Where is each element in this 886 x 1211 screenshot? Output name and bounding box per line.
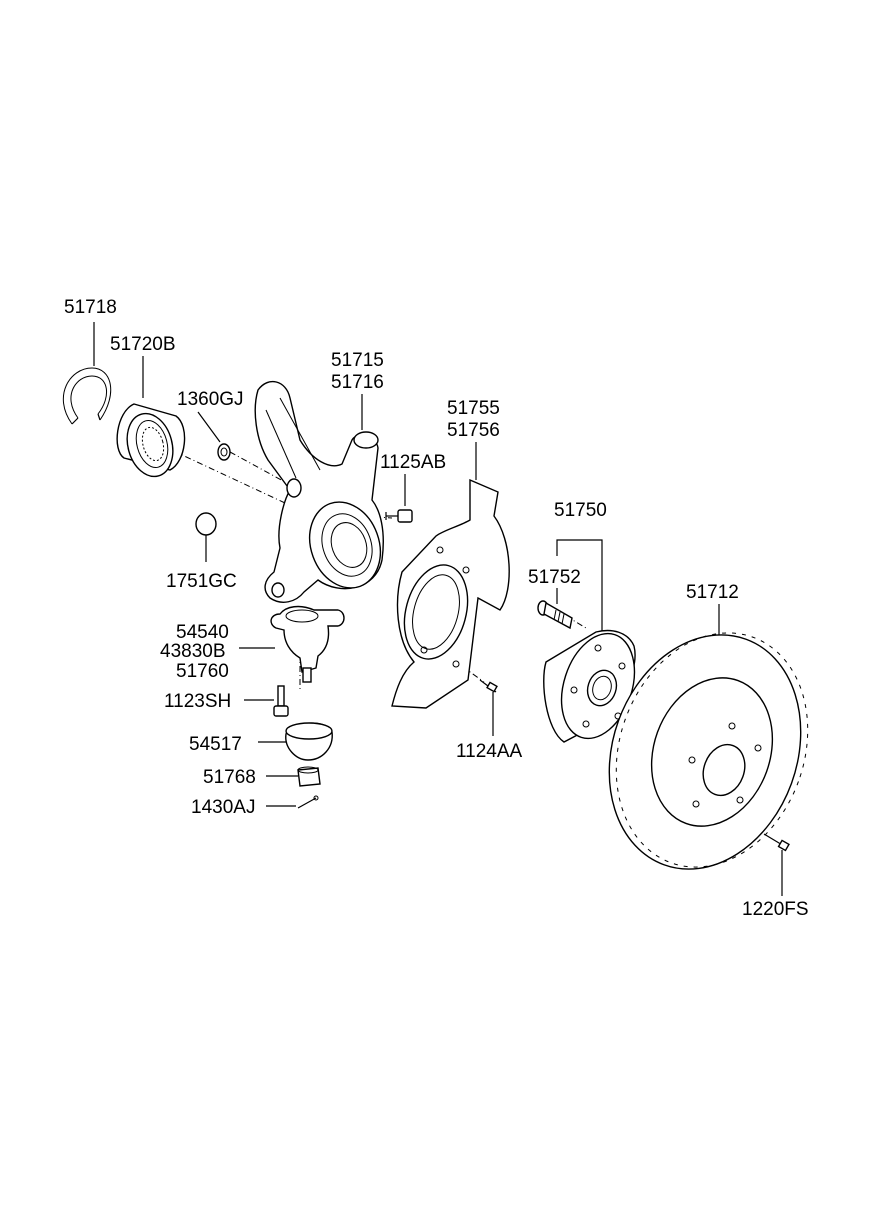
cotter-pin-icon <box>297 795 319 809</box>
label-51755: 51755 <box>447 398 500 419</box>
snap-ring-icon <box>62 367 112 425</box>
castle-nut-icon <box>297 766 321 787</box>
label-1124AA: 1124AA <box>456 741 523 762</box>
label-1123SH: 1123SH <box>164 691 231 712</box>
wheel-hub-icon <box>543 629 636 743</box>
washer-1360gj-icon <box>217 443 231 461</box>
dust-boot-icon <box>285 722 333 761</box>
label-1220FS: 1220FS <box>742 899 809 920</box>
label-1430AJ: 1430AJ <box>191 797 255 818</box>
brake-disc-icon <box>608 632 809 870</box>
ball-joint-icon <box>270 605 345 683</box>
label-51756: 51756 <box>447 420 500 441</box>
label-1125AB: 1125AB <box>380 452 446 473</box>
label-51718: 51718 <box>64 297 117 318</box>
label-43830B: 43830B <box>160 641 226 662</box>
label-1751GC: 1751GC <box>166 571 237 592</box>
label-51760: 51760 <box>176 661 229 682</box>
hub-bolt-icon <box>537 600 573 630</box>
label-51716: 51716 <box>331 372 384 393</box>
label-1360GJ: 1360GJ <box>177 389 244 410</box>
bolt-1125ab-icon <box>385 509 413 523</box>
wheel-bearing-icon <box>116 403 186 478</box>
label-51768: 51768 <box>203 767 256 788</box>
label-51712: 51712 <box>686 582 739 603</box>
label-51750: 51750 <box>554 500 607 521</box>
dust-cover-icon <box>391 478 510 709</box>
label-54517: 54517 <box>189 734 242 755</box>
label-51720B: 51720B <box>110 334 176 355</box>
label-51752: 51752 <box>528 567 581 588</box>
o-ring-icon <box>195 512 217 536</box>
leader-lines <box>93 322 783 896</box>
label-54540: 54540 <box>176 622 229 643</box>
screw-1220fs-icon <box>763 833 790 852</box>
screw-1124aa-icon <box>479 679 498 693</box>
bolt-1123sh-icon <box>273 685 289 717</box>
label-51715: 51715 <box>331 350 384 371</box>
steering-knuckle-icon <box>254 380 384 603</box>
